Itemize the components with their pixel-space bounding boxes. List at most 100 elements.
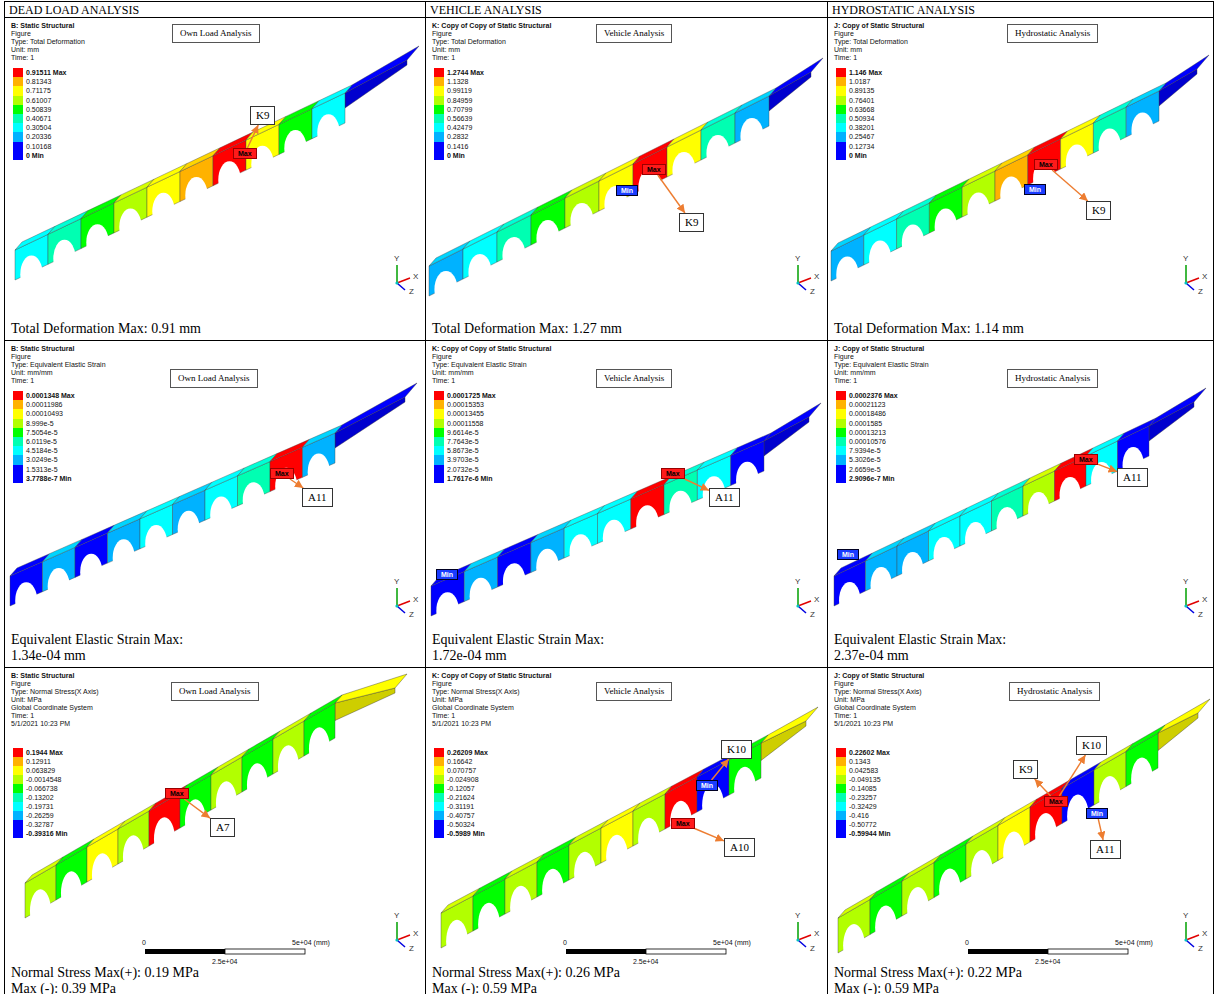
legend-value: 0.00010576: [849, 437, 886, 446]
contour-legend-entry: 0.89135: [836, 86, 837, 87]
solver-header-text: Time: 1: [11, 712, 34, 720]
solver-header-text: Type: Equivalent Elastic Strain: [432, 361, 527, 369]
legend-value: 3.7788e-7 Min: [26, 474, 72, 483]
contour-legend-entry: 0.0002376 Max: [836, 391, 837, 392]
max-probe-tag: Max: [1074, 454, 1098, 465]
legend-value: 0.00010493: [26, 409, 63, 418]
contour-legend-entry: -0.066738: [13, 784, 14, 785]
legend-value: 0 Min: [447, 151, 465, 160]
legend-swatch: [836, 77, 846, 86]
legend-value: 0.1944 Max: [26, 748, 63, 757]
legend-swatch: [434, 784, 444, 793]
solver-header-text: J: Copy of Static Structural: [834, 345, 924, 353]
legend-swatch: [836, 784, 846, 793]
scale-bar: [145, 949, 305, 954]
legend-value: -0.50772: [849, 820, 877, 829]
legend-value: 0.91511 Max: [26, 68, 66, 77]
callout-box: A10: [724, 838, 755, 857]
legend-swatch: [13, 820, 23, 829]
solver-header-text: Type: Normal Stress(X Axis): [834, 688, 922, 696]
legend-value: 0.070757: [447, 766, 476, 775]
contour-legend-entry: 0.1416: [434, 142, 435, 143]
legend-value: -0.14085: [849, 784, 877, 793]
axis-letter: X: [1202, 930, 1207, 938]
legend-swatch: [434, 86, 444, 95]
legend-value: -0.0014548: [26, 775, 61, 784]
column-header: VEHICLE ANALYSIS: [425, 1, 828, 18]
legend-swatch: [13, 802, 23, 811]
callout-number: A7: [216, 821, 229, 834]
solver-header-text: Time: 1: [432, 712, 455, 720]
legend-swatch: [13, 775, 23, 784]
legend-swatch: [434, 775, 444, 784]
contour-legend-entry: 0.00013455: [434, 409, 435, 410]
legend-value: 0.42479: [447, 123, 472, 132]
legend-swatch: [434, 105, 444, 114]
contour-legend-entry: 0.00011986: [13, 400, 14, 401]
contour-legend-entry: 2.9096e-7 Min: [836, 474, 837, 475]
legend-value: -0.31191: [447, 802, 474, 811]
legend-swatch: [434, 820, 444, 829]
legend-swatch: [836, 142, 846, 151]
contour-legend-entry: 0.12734: [836, 142, 837, 143]
contour-legend-entry: 0.71175: [13, 86, 14, 87]
contour-legend-entry: 9.6614e-5: [434, 428, 435, 429]
axis-letter: X: [814, 273, 819, 281]
contour-legend-entry: -0.049135: [836, 775, 837, 776]
legend-value: 5.8673e-5: [447, 446, 479, 455]
contour-legend-entry: -0.26259: [13, 811, 14, 812]
callout-number: K9: [1092, 204, 1105, 217]
scale-bar: [566, 949, 726, 954]
legend-swatch: [434, 757, 444, 766]
legend-value: 0.00018486: [849, 409, 886, 418]
bridge-model: [429, 58, 823, 308]
legend-value: 0.30504: [26, 123, 51, 132]
solver-header-text: Unit: MPa: [11, 696, 42, 704]
min-probe-tag: Min: [837, 549, 859, 560]
callout-number: K9: [256, 109, 269, 122]
legend-value: 0 Min: [849, 151, 867, 160]
contour-legend-entry: 0.00018486: [836, 409, 837, 410]
callout-number: K9: [685, 216, 698, 229]
probe-tag-text: Min: [842, 550, 854, 559]
legend-swatch: [13, 68, 23, 77]
contour-legend-entry: 0.063829: [13, 766, 14, 767]
scale-bar-text: 0: [563, 939, 567, 947]
callout-number: A11: [308, 491, 327, 504]
legend-swatch: [434, 811, 444, 820]
legend-swatch: [13, 465, 23, 474]
callout-number: A11: [1123, 471, 1142, 484]
legend-value: 1.5313e-5: [26, 465, 58, 474]
legend-value: 2.6659e-5: [849, 465, 881, 474]
probe-tag-text: Max: [238, 149, 252, 158]
legend-swatch: [434, 465, 444, 474]
contour-legend-entry: 0.042583: [836, 766, 837, 767]
legend-swatch: [13, 151, 23, 160]
contour-legend-entry: 6.0119e-5: [13, 437, 14, 438]
solver-header-text: Figure: [11, 680, 31, 688]
contour-legend-entry: 5.8673e-5: [434, 446, 435, 447]
contour-legend-entry: -0.0014548: [13, 775, 14, 776]
probe-tag-text: Max: [666, 469, 680, 478]
analysis-name-box: Vehicle Analysis: [596, 369, 672, 388]
legend-swatch: [13, 784, 23, 793]
caption-text: Equivalent Elastic Strain Max: 2.37e-04 …: [834, 632, 1044, 664]
legend-value: 0.22602 Max: [849, 748, 890, 757]
contour-legend-entry: 0.12911: [13, 757, 14, 758]
contour-legend-entry: -0.14085: [836, 784, 837, 785]
legend-swatch: [13, 793, 23, 802]
axis-triad: [796, 265, 811, 290]
legend-swatch: [836, 105, 846, 114]
solver-header-text: B: Static Structural: [11, 345, 74, 353]
bridge-model: [834, 388, 1206, 619]
caption-text: Total Deformation Max: 0.91 mm: [11, 321, 201, 337]
probe-tag-text: Min: [701, 781, 713, 790]
legend-swatch: [13, 446, 23, 455]
result-cell: Equivalent Elastic Strain Max: 2.37e-04 …: [827, 340, 1214, 668]
legend-value: -0.23257: [849, 793, 877, 802]
axis-letter: Z: [1198, 611, 1203, 619]
legend-value: 0.84959: [447, 96, 472, 105]
legend-value: 0.20336: [26, 132, 51, 141]
contour-legend-entry: -0.416: [836, 811, 837, 812]
